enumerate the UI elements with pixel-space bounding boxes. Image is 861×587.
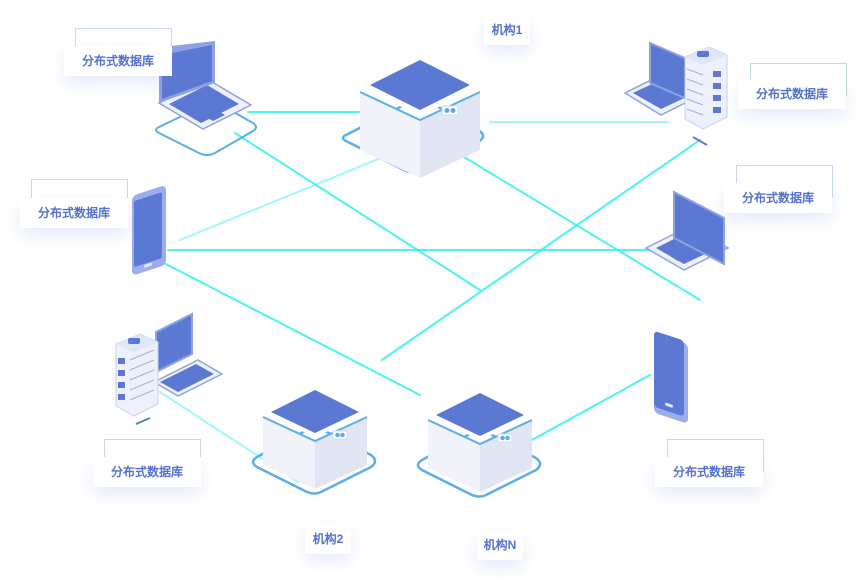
label-bracket <box>667 439 764 472</box>
laptop-right[interactable] <box>644 190 730 271</box>
orgN-label: 机构N <box>477 530 523 560</box>
phone-left[interactable] <box>132 185 166 276</box>
db-label-bottom-left: 分布式数据库 <box>93 457 201 487</box>
server-laptop-bottom-left[interactable] <box>115 312 224 425</box>
orgN-top-panel <box>436 393 524 436</box>
phone-bottom-right-screen <box>654 331 684 416</box>
orgN-server-cube[interactable] <box>416 388 542 498</box>
db-label-top-left: 分布式数据库 <box>64 46 172 76</box>
db-label-bottom-right: 分布式数据库 <box>655 457 763 487</box>
label-bracket <box>104 439 201 472</box>
server-rack-icon <box>684 46 728 130</box>
db-label-right: 分布式数据库 <box>724 183 832 213</box>
db-label-left: 分布式数据库 <box>20 198 128 228</box>
laptop-server-top-right[interactable] <box>623 41 728 146</box>
link-db-top-left-to-orgN <box>234 132 481 291</box>
org1-label: 机构1 <box>484 15 530 45</box>
phone-bottom-right[interactable] <box>654 331 688 424</box>
org1-top-panel <box>370 60 470 110</box>
link-db-left-to-orgN <box>161 261 421 396</box>
db-label-top-right: 分布式数据库 <box>738 79 846 109</box>
org2-top-panel <box>271 390 359 433</box>
label-bracket <box>31 179 128 212</box>
laptop-right-screen <box>673 190 725 266</box>
link-org1-to-db-right <box>435 139 701 301</box>
link-db-top-right-to-org2 <box>381 139 701 361</box>
label-bracket <box>75 28 172 61</box>
org2-label: 机构2 <box>305 524 351 554</box>
org1-server-cube[interactable] <box>341 54 485 178</box>
phone-left-screen <box>134 192 162 267</box>
server-rack-icon <box>115 333 159 417</box>
laptop-top-left[interactable] <box>155 41 257 156</box>
label-bracket <box>736 165 833 198</box>
links-layer <box>159 111 701 483</box>
org2-server-cube[interactable] <box>251 385 377 495</box>
laptop-bottom-left-screen <box>155 312 193 374</box>
